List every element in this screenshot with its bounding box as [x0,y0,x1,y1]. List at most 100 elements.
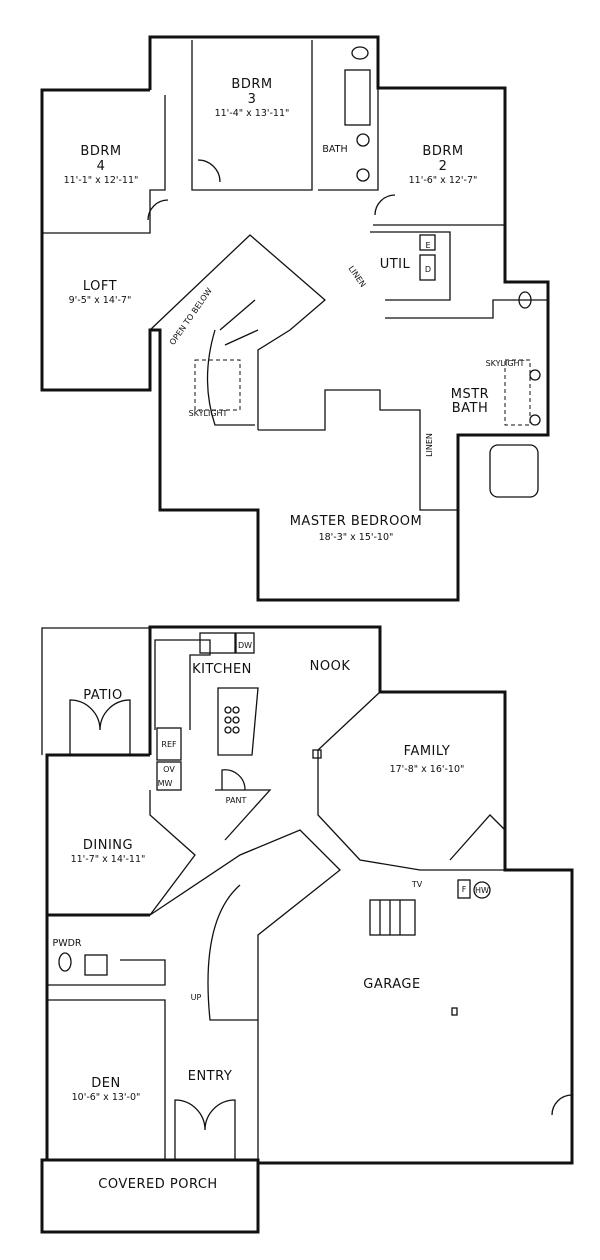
water-heater [473,881,491,899]
room-label: FAMILY [404,744,451,759]
sink [356,168,370,182]
room-label: BDRM [80,144,121,159]
sink [529,369,541,381]
garage-stair [369,899,416,936]
room-label: MASTER BEDROOM [290,514,423,529]
door-swing [197,159,221,183]
lower-floor: KITCHEN NOOK PATIO FAMILY 17'-8" x 16'-1… [40,625,574,1234]
dryer [419,254,436,281]
stair-tread [224,329,259,346]
pantry-door [221,769,246,791]
column [312,749,322,759]
sink [356,133,370,147]
room-size: 10'-6" x 13'-0" [72,1092,141,1103]
kitchen-island [217,687,259,756]
pantry-wall [215,789,272,841]
open-to-below-label: OPEN TO BELOW [168,286,214,346]
room-label: DEN [91,1076,120,1091]
toilet [518,291,532,309]
den-wall [47,999,166,1160]
room-label: COVERED PORCH [98,1177,217,1192]
pant-label: PANT [226,796,247,805]
util-label: UTIL [380,257,411,272]
room-size: 11'-6" x 12'-7" [409,175,478,186]
room-size: 11'-1" x 12'-11" [64,175,139,186]
garage-door-swing [551,1094,573,1116]
family-wall [317,691,505,871]
dw-label: DW [238,641,252,650]
mw-label: MW [158,779,173,788]
refrigerator [156,727,182,761]
room-label: BDRM [422,144,463,159]
bdrm3-wall [191,40,313,191]
bathtub [344,69,371,126]
linen-label: LINEN [347,264,368,289]
mstr-bath-label: BATH [452,401,489,416]
entry-stair-wall [149,829,341,1163]
linen-label: LINEN [425,433,434,457]
washer [419,234,436,251]
kitchen-sink [199,632,236,654]
master-bedroom-wall [258,389,458,511]
room-size: 11'-7" x 14'-11" [71,854,146,865]
skylight-label: SKYLIGHT [486,359,525,368]
room-label: PWDR [52,938,81,949]
stair-wall [149,234,326,430]
skylight [194,359,241,411]
entry-doors [174,1099,236,1160]
oven [156,761,182,791]
toilet [58,952,72,972]
skylight [504,359,531,426]
stair-tread [219,299,256,331]
bdrm4-wall [42,95,166,234]
util-wall [370,231,451,301]
room-label: PATIO [83,688,122,703]
washer-label: E [425,241,430,250]
tv-label: TV [411,880,423,889]
upper-exterior-wall [40,35,550,602]
room-label: BDRM [231,77,272,92]
room-number: 4 [97,159,106,174]
room-size: 18'-3" x 15'-10" [319,532,394,543]
kitchen-dining-wall [149,790,196,916]
room-size: 11'-4" x 13'-11" [215,108,290,119]
room-label: KITCHEN [192,662,252,677]
skylight-label: SKYLIGHT [189,409,228,418]
kitchen-counter [154,639,211,730]
toilet [351,46,369,60]
ref-label: REF [161,740,177,749]
water-heater-label: HW [475,886,489,895]
curved-stair [206,329,255,426]
room-size: 17'-8" x 16'-10" [390,764,465,775]
patio-doors [69,699,131,755]
dryer-label: D [425,265,431,274]
room-label: ENTRY [188,1069,233,1084]
bathtub [489,444,539,498]
fireplace [449,814,506,861]
room-label: LOFT [83,279,117,294]
mstr-bath-wall [385,299,548,319]
sink [84,954,108,976]
room-number: 3 [248,92,257,107]
room-label: DINING [83,838,133,853]
bath-label: BATH [322,144,347,155]
upper-floor: BDRM 3 11'-4" x 13'-11" BDRM 4 11'-1" x … [40,35,550,602]
furnace-label: F [462,885,467,894]
mstr-bath-label: MSTR [451,387,489,402]
garage-marker [451,1007,458,1016]
room-number: 2 [439,159,448,174]
room-label: GARAGE [363,977,420,992]
ov-label: OV [163,765,175,774]
lower-left-wall [45,753,150,1160]
curved-stair [207,884,258,1021]
door-swing [147,199,169,221]
pwdr-wall [47,959,166,986]
room-size: 9'-5" x 14'-7" [69,295,132,306]
bath-wall [318,40,379,191]
dishwasher [235,632,255,654]
lower-exterior-wall [40,625,574,1234]
sink [529,414,541,426]
patio-outline [41,627,150,755]
furnace [457,879,471,899]
